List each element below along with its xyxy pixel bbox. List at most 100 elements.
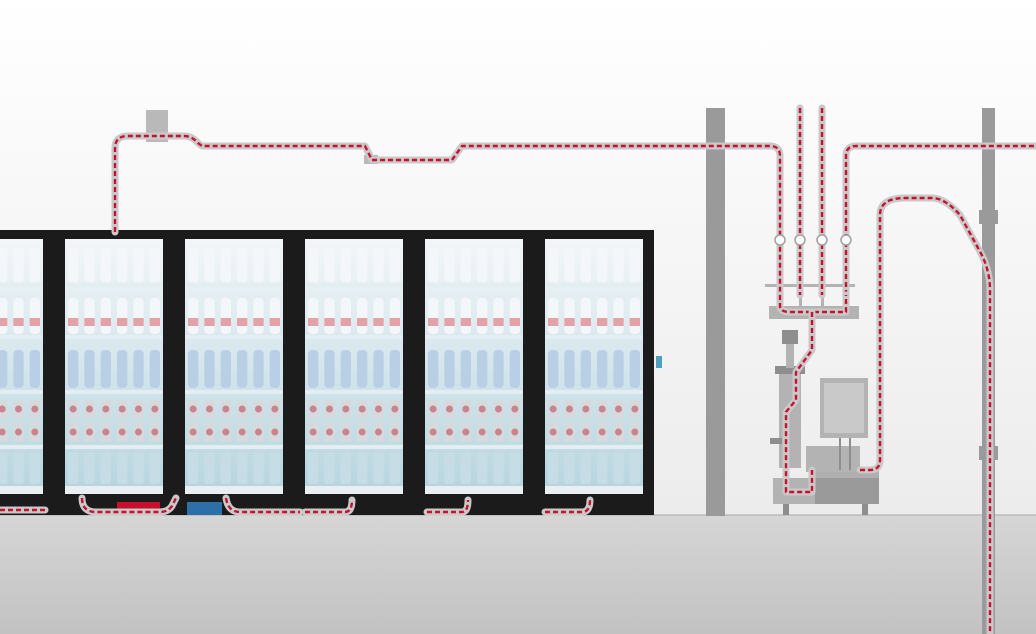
bottle: [460, 248, 471, 282]
jug: [269, 452, 280, 484]
bottle: [117, 248, 128, 282]
carton-mark: [478, 428, 486, 436]
bottle: [324, 298, 335, 334]
jug: [597, 452, 608, 484]
cabinet-shelf: [185, 390, 283, 394]
bottle: [13, 298, 24, 334]
cabinet-kickplate: [0, 486, 43, 494]
carton-mark: [102, 428, 110, 436]
carton-mark: [309, 405, 317, 413]
jug: [324, 452, 335, 484]
jug: [68, 452, 79, 484]
bottle: [340, 248, 351, 282]
valve-marker: [816, 234, 828, 246]
bottle: [308, 298, 319, 334]
bottle-label: [117, 318, 128, 326]
carton-mark: [615, 428, 622, 436]
bottle: [188, 350, 199, 388]
cabinet-shelf: [305, 390, 403, 394]
bottle: [29, 248, 40, 282]
carton-mark: [549, 405, 557, 413]
cabinet-door-glass: [65, 239, 163, 487]
jug: [373, 452, 384, 484]
carton-mark: [391, 405, 399, 413]
bottle: [133, 248, 144, 282]
jug: [253, 452, 264, 484]
bottle-label: [13, 318, 24, 326]
carton-mark: [326, 405, 333, 413]
riser-loop-dash: [860, 196, 992, 634]
bottle: [373, 350, 384, 388]
carton-mark: [582, 428, 590, 436]
carton-mark: [566, 405, 573, 413]
cabinet-door-glass: [305, 239, 403, 487]
carton-mark: [511, 405, 519, 413]
carton-mark: [238, 428, 246, 436]
jug: [133, 452, 144, 484]
pump-foot-right: [862, 504, 868, 515]
bottle: [237, 248, 248, 282]
bottle: [29, 350, 40, 388]
carton-mark: [631, 405, 639, 413]
carton-mark: [358, 405, 366, 413]
bottle: [580, 248, 591, 282]
carton-mark: [631, 428, 639, 436]
cabinet-shelf: [545, 335, 643, 339]
bottle: [509, 248, 520, 282]
jug: [13, 452, 24, 484]
carton-mark: [15, 405, 22, 413]
jug: [149, 452, 160, 484]
bottle-label: [188, 318, 199, 326]
carton-mark: [342, 428, 350, 436]
jug: [117, 452, 128, 484]
underfloor-line-b-dash: [80, 497, 178, 514]
carton-mark: [102, 405, 110, 413]
bottle: [597, 248, 608, 282]
carton-mark: [309, 428, 317, 436]
cabinet-shelf: [425, 283, 523, 287]
jug: [0, 452, 8, 484]
jug: [493, 452, 504, 484]
carton-mark: [582, 405, 590, 413]
cabinet-shelf: [425, 445, 523, 449]
bottle: [564, 298, 575, 334]
cabinet-sensor: [656, 356, 662, 368]
cabinet-shelf: [425, 335, 523, 339]
carton-mark: [118, 405, 126, 413]
jug: [357, 452, 368, 484]
bottle: [308, 350, 319, 388]
carton-mark: [549, 428, 557, 436]
bottle: [477, 350, 488, 388]
jug: [340, 452, 351, 484]
valve-marker: [840, 234, 852, 246]
bottle-label: [373, 318, 384, 326]
cabinet-kickplate: [305, 486, 403, 494]
bottle-label: [237, 318, 248, 326]
carton-mark: [446, 405, 453, 413]
carton-mark: [478, 405, 486, 413]
bottle: [324, 350, 335, 388]
bottle-label: [100, 318, 111, 326]
carton-mark: [375, 428, 382, 436]
jug: [460, 452, 471, 484]
carton-mark: [429, 405, 437, 413]
cabinet-door-glass: [545, 239, 643, 487]
bottle: [188, 248, 199, 282]
cabinet-shelf: [65, 283, 163, 287]
bottle: [564, 248, 575, 282]
cabinet-shelf: [185, 445, 283, 449]
bottle: [389, 248, 400, 282]
carton-mark: [135, 428, 142, 436]
carton-mark: [326, 428, 333, 436]
bottle: [460, 298, 471, 334]
carton-mark: [118, 428, 126, 436]
bottle: [253, 350, 264, 388]
bottle: [493, 248, 504, 282]
underfloor-line-f-dash: [545, 499, 592, 514]
gauge-stem: [786, 330, 794, 368]
bottle-label: [564, 318, 575, 326]
carton-mark: [135, 405, 142, 413]
bottle: [220, 298, 231, 334]
bottle: [428, 248, 439, 282]
refrigerant-pipes: [0, 104, 1036, 634]
